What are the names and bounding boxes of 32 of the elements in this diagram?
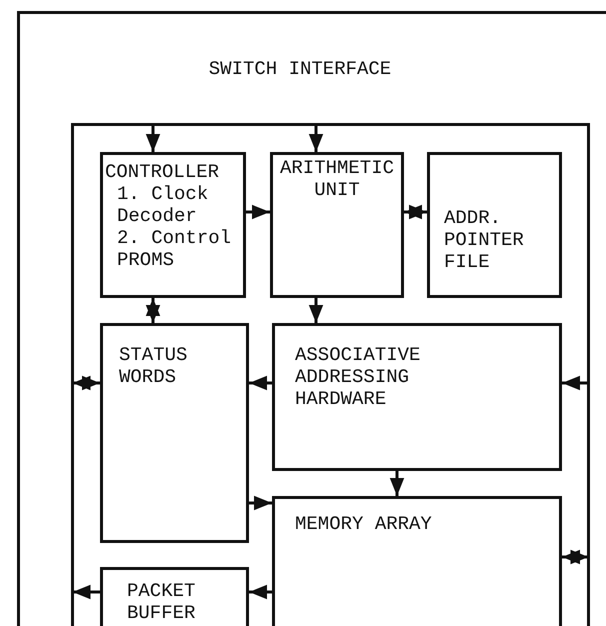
system-frame xyxy=(17,11,606,626)
block-item: 2. Control PROMS xyxy=(116,227,232,271)
arrow xyxy=(249,376,272,390)
block-label: STATUS WORDS xyxy=(119,344,188,388)
arrow xyxy=(72,376,100,390)
block-label: ARITHMETIC UNIT xyxy=(278,157,396,201)
block-box xyxy=(427,152,562,298)
block-box xyxy=(270,152,404,298)
arrow xyxy=(249,496,272,510)
arrow xyxy=(562,550,588,564)
block-box xyxy=(272,496,562,626)
block-label: CONTROLLER xyxy=(105,161,220,183)
block-label: ADDR. POINTER FILE xyxy=(444,207,525,273)
arrow xyxy=(249,584,272,600)
block-box xyxy=(100,323,249,543)
block-label: PACKET BUFFER xyxy=(127,580,196,624)
arrow xyxy=(146,124,160,152)
arrow xyxy=(72,584,100,600)
arrow xyxy=(404,204,427,220)
arrow xyxy=(308,298,324,323)
arrow xyxy=(246,204,270,220)
arrow xyxy=(390,471,404,496)
arrow xyxy=(308,124,324,152)
frame-label: SWITCH INTERFACE xyxy=(208,58,392,80)
bus-frame xyxy=(71,123,590,626)
block-box xyxy=(100,152,246,298)
arrow xyxy=(562,376,588,390)
block-label: ASSOCIATIVE ADDRESSING HARDWARE xyxy=(295,344,422,410)
arrow xyxy=(146,298,160,323)
block-item: 1. Clock Decoder xyxy=(116,183,210,227)
block-label: MEMORY ARRAY xyxy=(295,513,433,535)
block-box xyxy=(272,323,562,471)
